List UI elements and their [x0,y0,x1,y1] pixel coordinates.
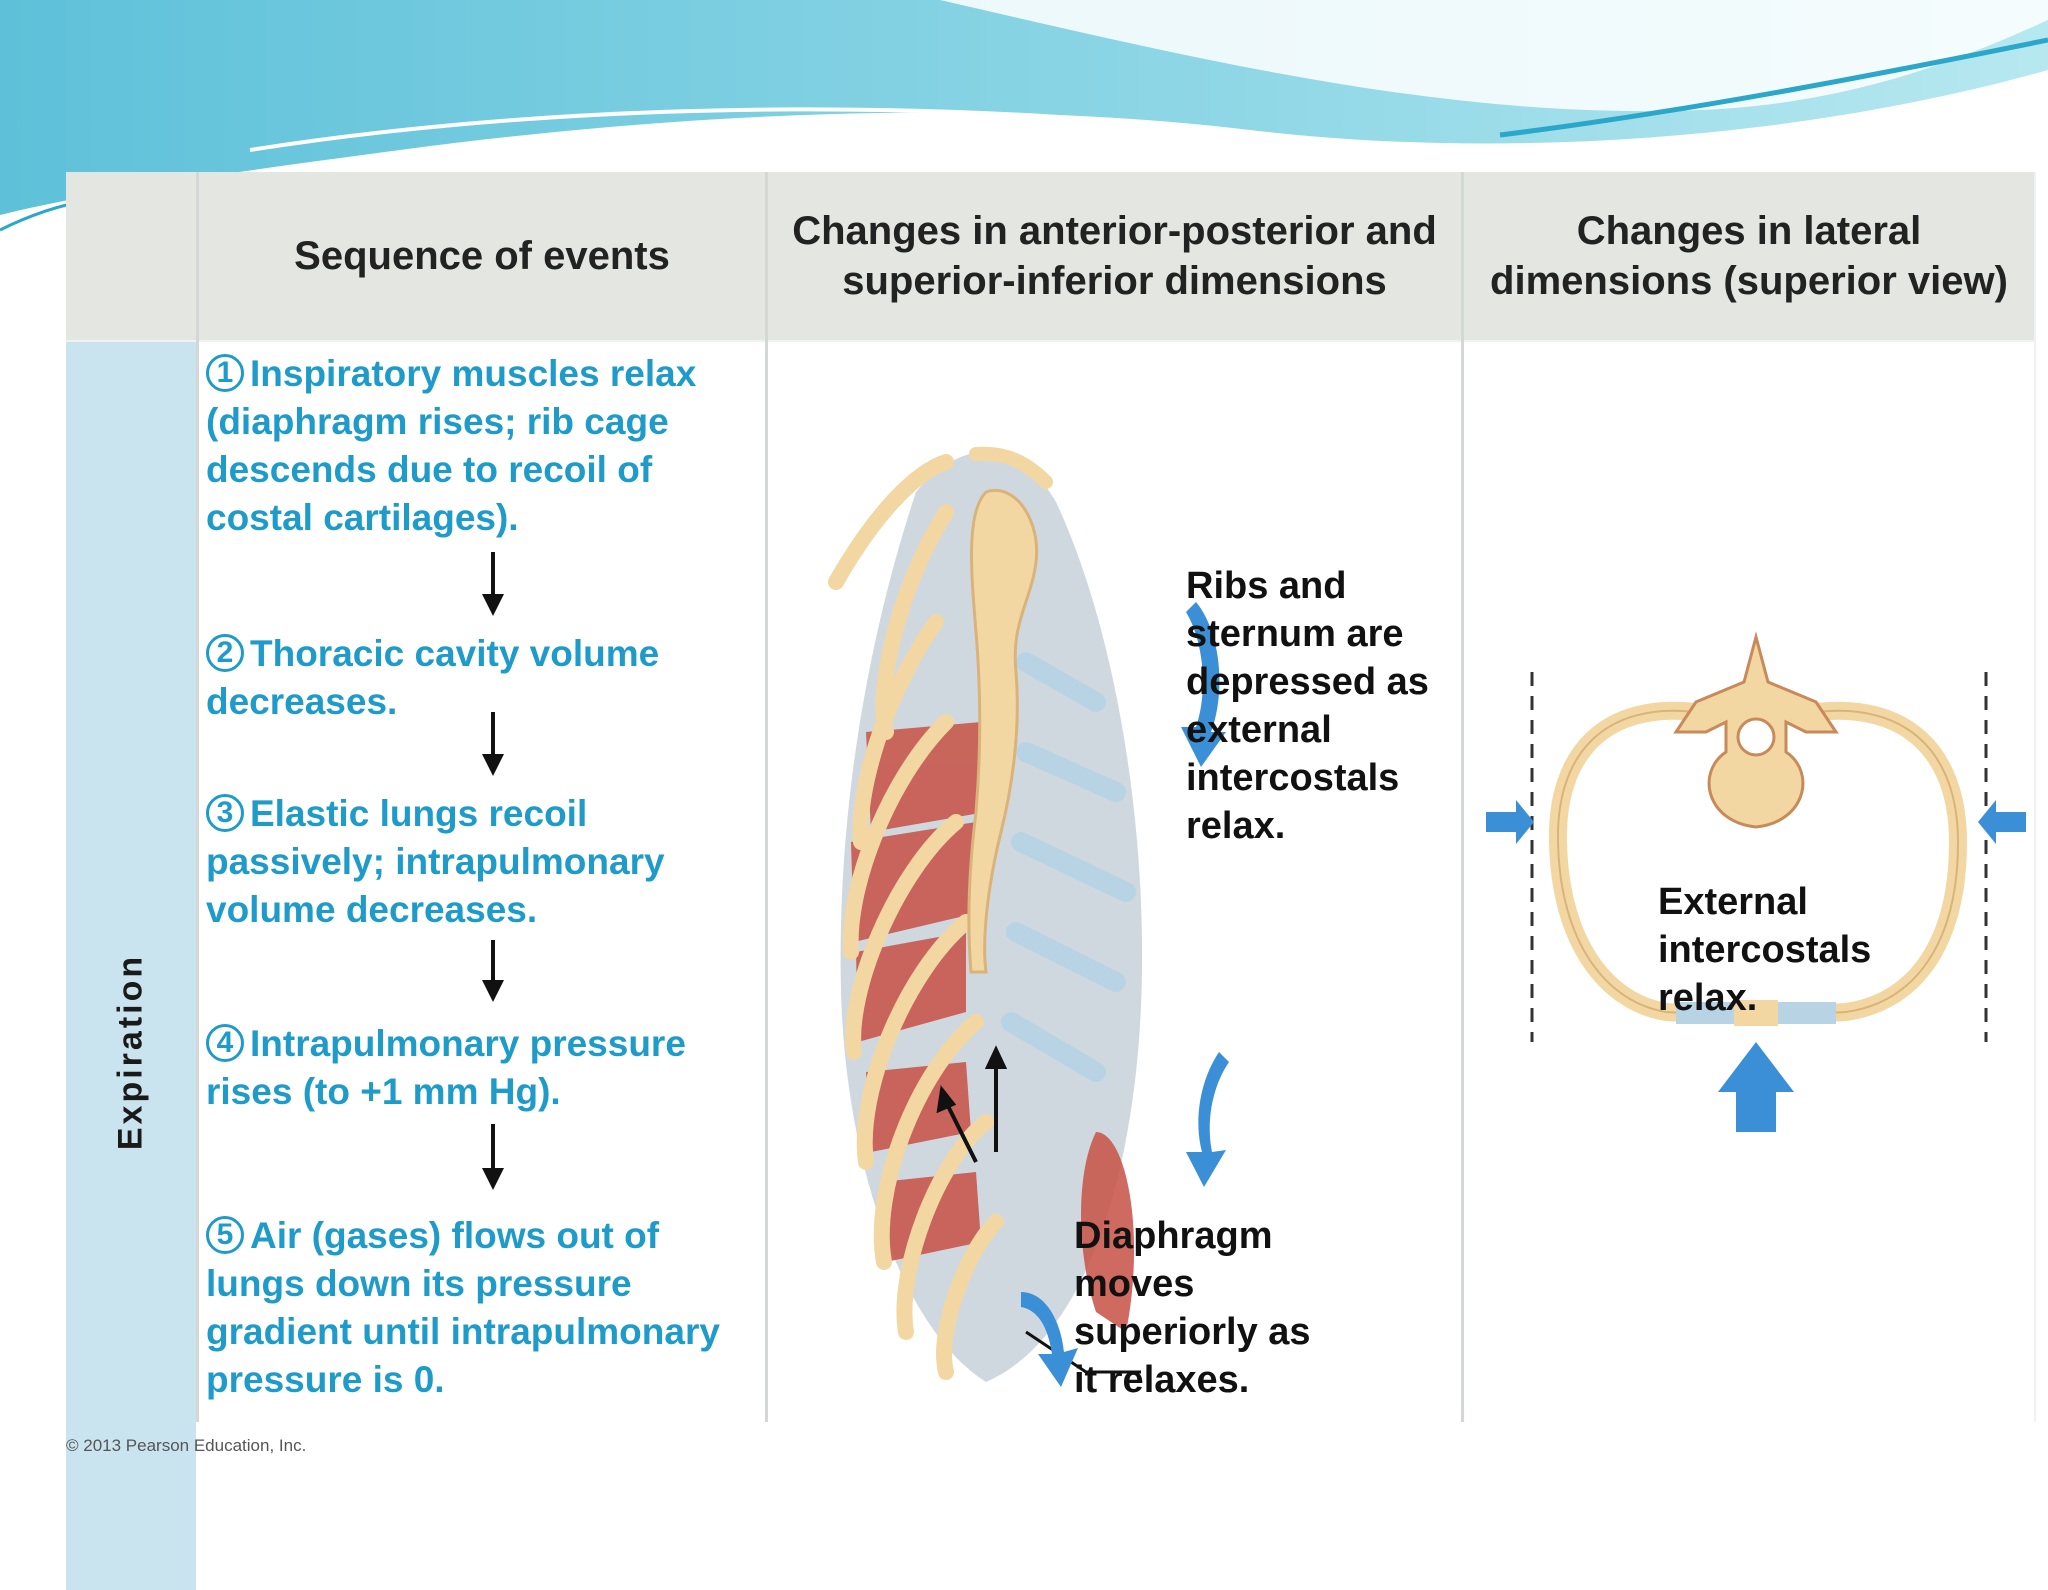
header-corner [66,172,196,340]
col-header-lateral: Changes in lateral dimensions (superior … [1464,172,2034,340]
diaphragm-up-arrow-icon [1186,1052,1229,1187]
down-arrow-icon [1021,1292,1078,1387]
divider [196,172,199,1422]
superior-view-rib-illustration [1486,631,2026,1132]
step-number: 3 [206,794,244,832]
down-arrow [482,712,504,776]
lateral-column [1464,342,2034,1590]
step-text: Intrapulmonary pressure rises (to +1 mm … [206,1023,686,1112]
rib-cage-illustration [828,446,1143,1382]
intercostals-annotation: External intercostals relax. [1658,881,1872,1019]
step-text: Thoracic cavity volume decreases. [206,633,660,722]
down-arrow [482,940,504,1002]
step-text: Air (gases) flows out of lungs down its … [206,1215,720,1400]
step-number: 1 [206,354,244,392]
step-number: 4 [206,1024,244,1062]
step-text: Inspiratory muscles relax (diaphragm ris… [206,353,697,538]
step-number: 2 [206,634,244,672]
col-header-sequence: Sequence of events [199,172,765,340]
divider [1461,172,1464,1422]
ribs-annotation: Ribs and sternum are depressed as extern… [1186,565,1429,847]
copyright-notice: © 2013 Pearson Education, Inc. [66,1436,307,1455]
down-arrow [482,552,504,616]
step-text: Elastic lungs recoil passively; intrapul… [206,793,665,930]
divider [765,172,768,1422]
diaphragm-annotation: Diaphragm moves superiorly as it relaxes… [1074,1215,1311,1401]
content-table: Sequence of events Changes in anterior-p… [66,172,2036,1590]
col-header-ap-si: Changes in anterior-posterior and superi… [768,172,1461,340]
sequence-column [199,342,765,1590]
phase-band [66,342,196,1590]
down-arrow [482,1124,504,1190]
step-number: 5 [206,1216,244,1254]
rib-depress-arrow-icon [1181,602,1226,767]
phase-label: Expiration [111,953,150,1151]
